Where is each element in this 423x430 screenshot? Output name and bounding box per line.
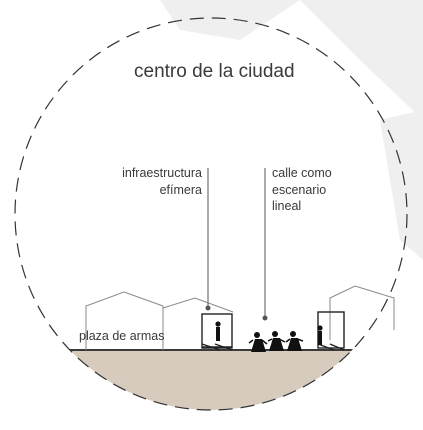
label-infraestructura: infraestructura efímera [96,167,202,196]
person-figure [215,321,221,341]
dancers-group [248,331,304,352]
label-plaza: plaza de armas [79,329,165,343]
city-center-boundary [14,17,408,411]
leader-dot [262,315,268,321]
dancer-figure [285,331,304,351]
building-right [329,285,395,340]
label-line: lineal [272,199,302,213]
dancer-figure [267,331,286,351]
diagram-title: centro de la ciudad [134,61,295,82]
background-watermark [160,0,423,260]
ground [15,350,407,410]
label-calle: calle como escenario lineal [272,167,332,213]
ephemeral-structure-right [317,311,345,351]
dancer-figure [248,332,268,352]
leader-lines [207,168,266,318]
leader-dot [205,305,211,311]
label-line: infraestructura [122,166,202,180]
person-figure [317,325,323,345]
label-line: efímera [159,182,202,197]
label-line: escenario [272,182,327,197]
ephemeral-structure-left [201,313,233,351]
building-center [162,297,234,350]
label-line: calle como [272,166,332,180]
